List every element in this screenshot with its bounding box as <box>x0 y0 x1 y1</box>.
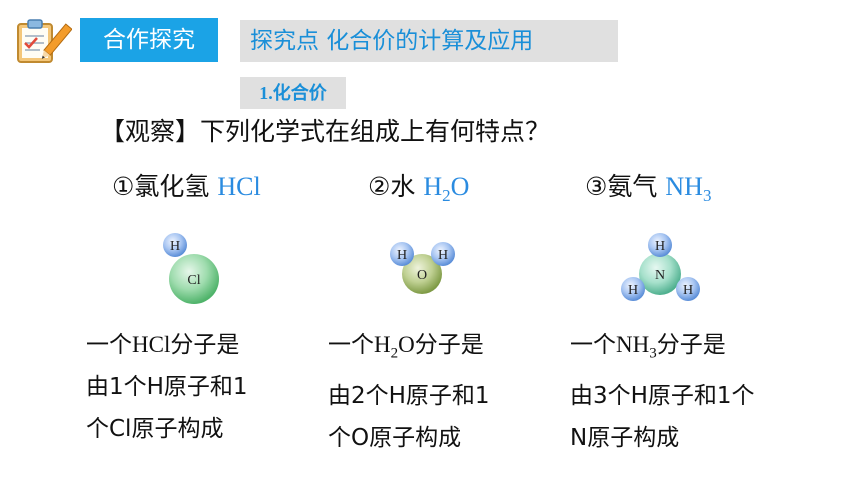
nh3-molecule-model: H H H N <box>621 233 700 301</box>
svg-text:H: H <box>170 239 180 254</box>
oxygen-atom <box>402 254 442 294</box>
compound-nh3-heading: ③氨气 NH3 <box>585 168 711 215</box>
observe-question: 【观察】下列化学式在组成上有何特点？ <box>100 117 551 146</box>
hydrogen-atom <box>390 242 414 266</box>
formula-hcl: HCl <box>217 172 261 201</box>
svg-text:H: H <box>655 239 665 254</box>
chlorine-atom <box>169 254 219 304</box>
svg-text:N: N <box>655 268 665 283</box>
h2o-molecule-model: H H O <box>390 242 455 294</box>
compound-hcl-heading: ①氯化氢 HCl <box>112 168 261 206</box>
hcl-molecule-model: H Cl <box>163 233 219 304</box>
topic-banner: 探究点 化合价的计算及应用 <box>240 20 618 62</box>
clipboard-pencil-icon <box>17 19 72 63</box>
section-tag: 合作探究 <box>80 18 218 62</box>
svg-text:Cl: Cl <box>187 273 200 288</box>
compound-name: ②水 <box>368 172 416 201</box>
compound-name: ③氨气 <box>585 172 658 201</box>
formula-nh3: NH3 <box>665 172 712 206</box>
svg-text:O: O <box>417 268 427 283</box>
hydrogen-atom <box>621 277 645 301</box>
hcl-description: 一个HCl分子是 由1个H原子和1 个Cl原子构成 <box>86 332 248 442</box>
hydrogen-atom <box>676 277 700 301</box>
compound-h2o-heading: ②水 H2O <box>368 168 469 215</box>
nh3-description: 一个NH3分子是 由3个H原子和1个 N原子构成 <box>570 332 755 451</box>
svg-text:H: H <box>438 248 448 263</box>
h2o-description: 一个H2O分子是 由2个H原子和1 个O原子构成 <box>328 332 490 451</box>
formula-h2o: H2O <box>423 172 470 206</box>
svg-text:H: H <box>628 283 638 298</box>
hydrogen-atom <box>431 242 455 266</box>
hydrogen-atom <box>163 233 187 257</box>
svg-text:H: H <box>683 283 693 298</box>
subtopic-label: 1.化合价 <box>240 77 346 109</box>
nitrogen-atom <box>639 253 681 295</box>
hydrogen-atom <box>648 233 672 257</box>
svg-text:H: H <box>397 248 407 263</box>
compound-name: ①氯化氢 <box>112 172 210 201</box>
